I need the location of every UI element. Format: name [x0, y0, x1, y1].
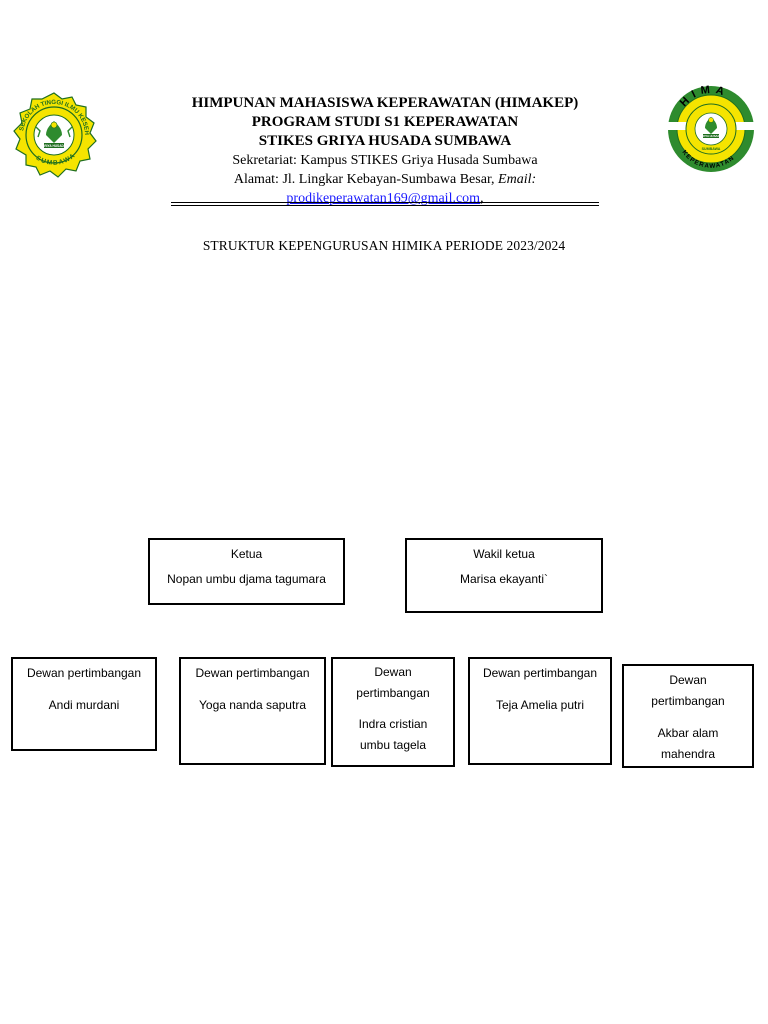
- address-line: Alamat: Jl. Lingkar Kebayan-Sumbawa Besa…: [170, 170, 600, 189]
- email-link[interactable]: prodikeperawatan169@gmail.com: [286, 191, 481, 206]
- email-suffix: ,: [480, 191, 484, 206]
- letterhead: HIMPUNAN MAHASISWA KEPERAWATAN (HIMAKEP)…: [170, 94, 600, 208]
- dewan-name-line2: umbu tagela: [359, 738, 427, 752]
- hima-inner-bottom: SUMBAWA: [702, 147, 721, 151]
- ketua-box: Ketua Nopan umbu djama tagumara: [148, 538, 345, 605]
- dewan-box-4: Dewan pertimbangan Teja Amelia putri: [468, 657, 612, 765]
- address-text: Alamat: Jl. Lingkar Kebayan-Sumbawa Besa…: [233, 172, 499, 187]
- dewan-box-3: Dewan pertimbangan Indra cristian umbu t…: [331, 657, 455, 767]
- dewan-box-5: Dewan pertimbangan Akbar alam mahendra: [622, 664, 754, 768]
- org-name: HIMPUNAN MAHASISWA KEPERAWATAN (HIMAKEP): [191, 95, 579, 111]
- dewan-box-1: Dewan pertimbangan Andi murdani: [11, 657, 157, 751]
- institution-name: STIKES GRIYA HUSADA SUMBAWA: [258, 133, 512, 149]
- dewan-title: Dewan pertimbangan: [26, 666, 142, 680]
- secretariat: Sekretariat: Kampus STIKES Griya Husada …: [232, 153, 538, 168]
- program-name: PROGRAM STUDI S1 KEPERAWATAN: [251, 114, 519, 130]
- hima-logo: HIMA KEPERAWATAN GRIYA HUSADA SUMBAWA: [666, 84, 756, 174]
- dewan-title: Dewan pertimbangan: [482, 666, 598, 680]
- dewan-name-line1: Indra cristian: [358, 717, 428, 731]
- dewan-name-line1: Akbar alam: [657, 726, 719, 740]
- document-title: STRUKTUR KEPENGURUSAN HIMIKA PERIODE 202…: [202, 238, 566, 253]
- dewan-name: Teja Amelia putri: [495, 698, 585, 712]
- dewan-name: Yoga nanda saputra: [199, 698, 306, 712]
- ketua-title: Ketua: [230, 547, 263, 561]
- wakil-ketua-box: Wakil ketua Marisa ekayanti`: [405, 538, 603, 613]
- dewan-name-line2: mahendra: [660, 747, 716, 761]
- wakil-ketua-title: Wakil ketua: [473, 547, 535, 561]
- stikes-logo: SEKOLAH TINGGI ILMU KESEHATAN SUMBAWA GR…: [8, 86, 98, 179]
- wakil-ketua-name: Marisa ekayanti`: [459, 572, 549, 586]
- logo-inner-text: GRIYA HUSADA: [42, 144, 67, 148]
- hima-inner-text: GRIYA HUSADA: [700, 134, 721, 138]
- dewan-title-line2: pertimbangan: [356, 686, 430, 700]
- ketua-name: Nopan umbu djama tagumara: [167, 572, 326, 586]
- dewan-title-line1: Dewan: [374, 665, 412, 679]
- dewan-box-2: Dewan pertimbangan Yoga nanda saputra: [179, 657, 326, 765]
- dewan-title-line1: Dewan: [669, 673, 707, 687]
- email-label: Email:: [498, 172, 537, 187]
- header-rule-bottom: [171, 205, 599, 206]
- dewan-title-line2: pertimbangan: [651, 694, 725, 708]
- dewan-title: Dewan pertimbangan: [195, 666, 310, 680]
- dewan-name: Andi murdani: [48, 698, 120, 712]
- header-rule-top: [171, 202, 599, 203]
